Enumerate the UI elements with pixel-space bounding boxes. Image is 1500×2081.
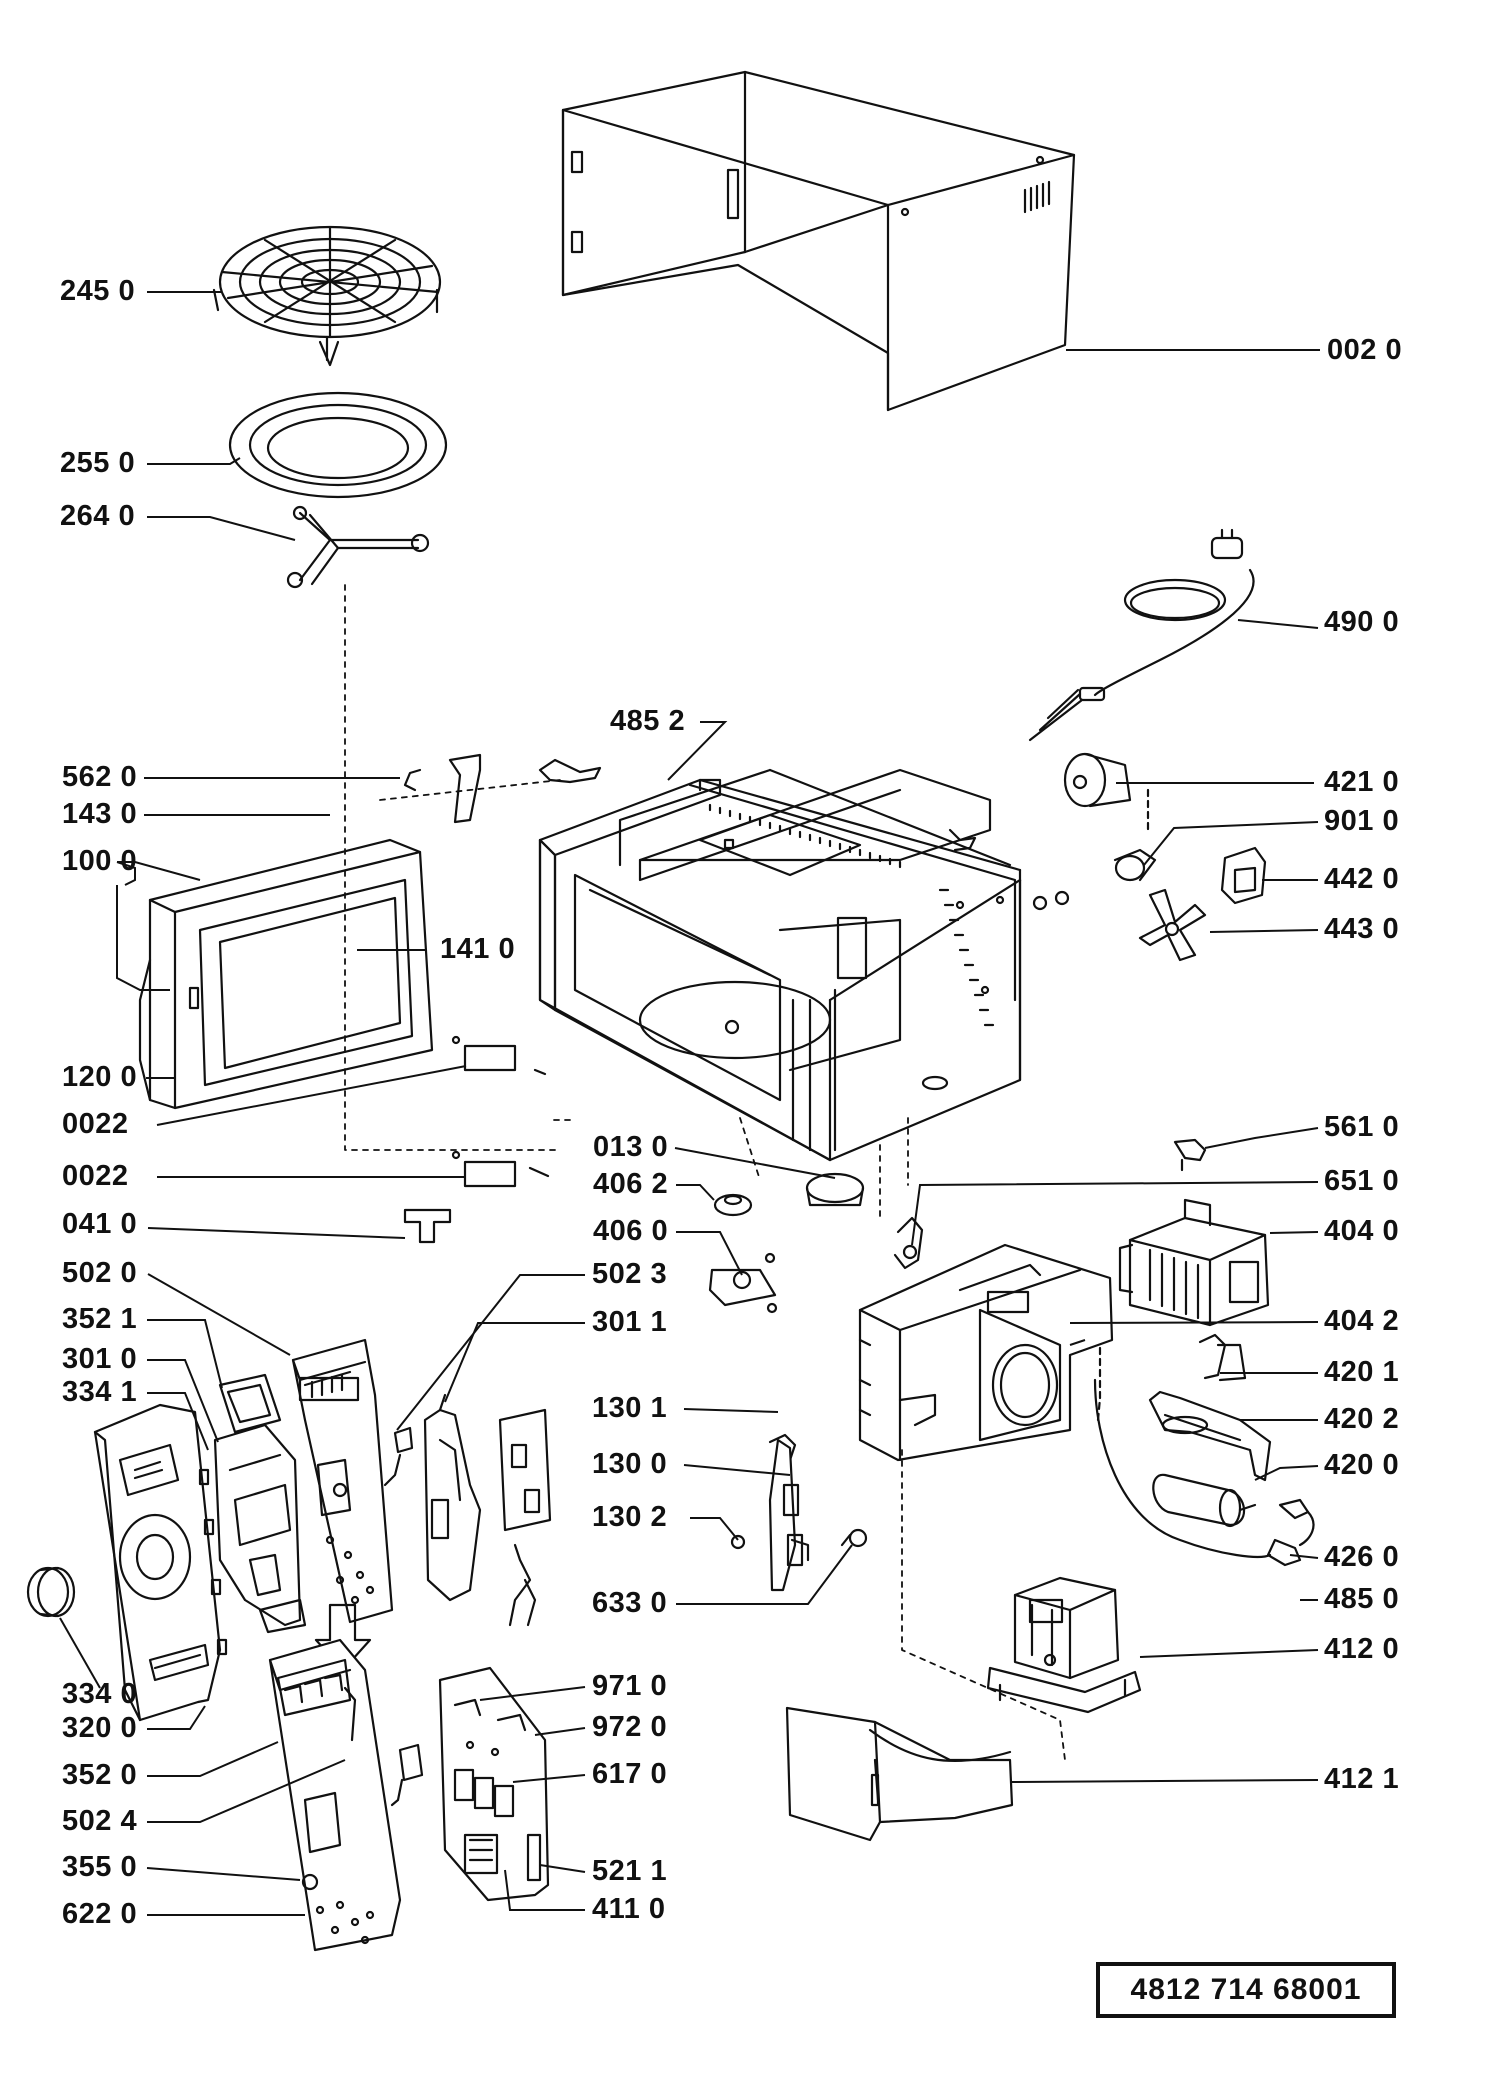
- waveguide-bracket: [858, 1243, 1114, 1462]
- display-frame: [213, 1373, 307, 1634]
- part-label-411-0: 411 0: [592, 1893, 666, 1925]
- part-label-420-1: 420 1: [1324, 1356, 1400, 1388]
- part-label-120-0: 120 0: [62, 1061, 138, 1093]
- hinge-plates: [451, 1035, 550, 1188]
- hv-diode-wire: [1093, 1378, 1315, 1567]
- control-knob: [26, 1566, 76, 1618]
- part-label-421-0: 421 0: [1324, 766, 1400, 798]
- turntable-motor: [708, 1172, 865, 1314]
- part-label-485-2: 485 2: [610, 705, 686, 737]
- thermal-cutout: [1173, 1138, 1207, 1172]
- part-label-502-3: 502 3: [592, 1258, 668, 1290]
- part-label-002-0: 002 0: [1327, 334, 1403, 366]
- part-label-352-1: 352 1: [62, 1303, 138, 1335]
- oven-cavity-chassis: [538, 768, 1022, 1162]
- control-pcb-upper: [291, 1338, 394, 1624]
- part-label-301-0: 301 0: [62, 1343, 138, 1375]
- part-label-334-0: 334 0: [62, 1678, 138, 1710]
- part-label-901-0: 901 0: [1324, 805, 1400, 837]
- part-label-971-0: 971 0: [592, 1670, 668, 1702]
- part-label-490-0: 490 0: [1324, 606, 1400, 638]
- part-label-412-1: 412 1: [1324, 1763, 1400, 1795]
- document-number: 4812 714 68001: [1130, 1973, 1362, 2006]
- door-hooks: [403, 753, 977, 852]
- alignment-lines: [344, 584, 1066, 1761]
- hv-capacitor: [1152, 1473, 1257, 1528]
- part-label-412-0: 412 0: [1324, 1633, 1400, 1665]
- connector-bracket: [383, 1393, 552, 1627]
- part-label-320-0: 320 0: [62, 1712, 138, 1744]
- part-label-406-2: 406 2: [593, 1168, 669, 1200]
- part-label-404-0: 404 0: [1324, 1215, 1400, 1247]
- part-label-334-1: 334 1: [62, 1376, 138, 1408]
- leader-lines: [59, 291, 1320, 1916]
- part-label-502-4: 502 4: [62, 1805, 138, 1837]
- part-label-352-0: 352 0: [62, 1759, 138, 1791]
- part-label-561-0: 561 0: [1324, 1111, 1400, 1143]
- part-label-562-0: 562 0: [62, 761, 138, 793]
- part-label-420-0: 420 0: [1324, 1449, 1400, 1481]
- part-label-502-0: 502 0: [62, 1257, 138, 1289]
- glass-turntable: [228, 391, 448, 499]
- document-number-box: 4812 714 68001: [1096, 1962, 1396, 2018]
- part-label-521-1: 521 1: [592, 1855, 668, 1887]
- part-label-255-0: 255 0: [60, 447, 136, 479]
- part-label-143-0: 143 0: [62, 798, 138, 830]
- door-switches: [730, 1433, 868, 1592]
- part-label-404-2: 404 2: [1324, 1305, 1400, 1337]
- part-label-972-0: 972 0: [592, 1711, 668, 1743]
- part-label-0022-a: 0022: [62, 1108, 129, 1140]
- grill-rack: [212, 225, 442, 367]
- control-pcb-lower: [268, 1638, 424, 1952]
- part-label-130-0: 130 0: [592, 1448, 668, 1480]
- part-label-420-2: 420 2: [1324, 1403, 1400, 1435]
- power-pcb: [438, 1666, 550, 1902]
- part-label-426-0: 426 0: [1324, 1541, 1400, 1573]
- part-label-013-0: 013 0: [593, 1131, 669, 1163]
- part-label-041-0: 041 0: [62, 1208, 138, 1240]
- hv-transformer: [986, 1576, 1142, 1714]
- part-label-651-0: 651 0: [1324, 1165, 1400, 1197]
- cabinet-cover: [561, 70, 1076, 412]
- control-front-panel: [93, 1403, 228, 1722]
- part-label-355-0: 355 0: [62, 1851, 138, 1883]
- part-label-100-0: 100 0: [62, 845, 138, 877]
- part-label-442-0: 442 0: [1324, 863, 1400, 895]
- fan-motor: [1032, 752, 1267, 962]
- part-label-443-0: 443 0: [1324, 913, 1400, 945]
- capacitor-bracket: [1148, 1333, 1272, 1482]
- part-label-485-0: 485 0: [1324, 1583, 1400, 1615]
- arrow-down: [314, 1603, 372, 1672]
- part-label-130-2: 130 2: [592, 1501, 668, 1533]
- part-label-264-0: 264 0: [60, 500, 136, 532]
- part-label-301-1: 301 1: [592, 1306, 668, 1338]
- part-label-141-0: 141 0: [440, 933, 516, 965]
- power-cord: [1028, 528, 1255, 742]
- part-label-617-0: 617 0: [592, 1758, 668, 1790]
- magnetron: [1118, 1198, 1270, 1327]
- side-shield: [785, 1706, 1014, 1842]
- part-label-0022-b: 0022: [62, 1160, 129, 1192]
- roller-support: [286, 505, 430, 589]
- lever: [403, 1208, 452, 1244]
- part-label-130-1: 130 1: [592, 1392, 668, 1424]
- hook-651: [893, 1216, 924, 1270]
- door-assembly: [138, 838, 434, 1110]
- part-label-633-0: 633 0: [592, 1587, 668, 1619]
- part-label-245-0: 245 0: [60, 275, 136, 307]
- part-label-622-0: 622 0: [62, 1898, 138, 1930]
- part-label-406-0: 406 0: [593, 1215, 669, 1247]
